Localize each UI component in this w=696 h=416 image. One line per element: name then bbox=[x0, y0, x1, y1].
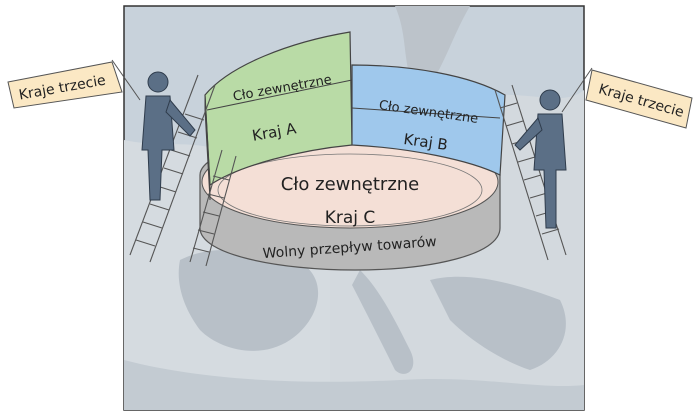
figure-right bbox=[514, 89, 567, 229]
land-africa bbox=[124, 360, 584, 410]
flag-right-banner bbox=[585, 69, 693, 129]
figure-left bbox=[141, 71, 196, 201]
duty-c-label: Cło zewnętrzne bbox=[281, 174, 420, 195]
land-italy bbox=[352, 270, 414, 374]
ladder-left bbox=[129, 74, 216, 263]
flag-right bbox=[561, 67, 693, 129]
ladder-inner bbox=[189, 149, 237, 267]
figure-right-head bbox=[539, 89, 561, 111]
country-c-inner bbox=[217, 153, 483, 227]
country-b-panel bbox=[351, 64, 506, 176]
figure-left-head bbox=[147, 71, 169, 93]
figure-left-arm bbox=[165, 98, 196, 137]
country-a-side bbox=[204, 94, 211, 201]
land-balkans bbox=[430, 276, 566, 370]
figure-right-body bbox=[533, 113, 567, 229]
country-c-label: Kraj C bbox=[325, 208, 376, 228]
land-iberia bbox=[178, 249, 319, 351]
flag-left bbox=[7, 59, 141, 109]
country-b-divider bbox=[351, 107, 501, 119]
flag-left-banner bbox=[7, 61, 123, 109]
customs-union-ring bbox=[199, 129, 501, 271]
country-b-wall bbox=[351, 64, 506, 176]
figure-right-arm bbox=[514, 117, 543, 151]
country-a-divider bbox=[206, 79, 353, 111]
